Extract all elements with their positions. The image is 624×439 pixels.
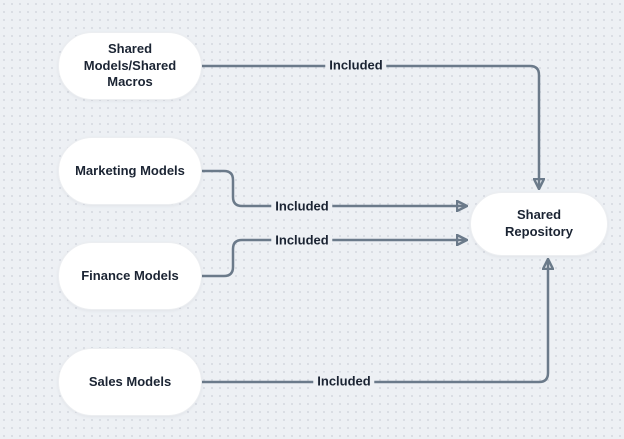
node-sales-models: Sales Models [58,348,202,416]
edge-marketing-to-repository [202,169,466,206]
edge-sales-to-repository [202,260,548,384]
node-shared-models-macros: Shared Models/Shared Macros [58,32,202,100]
edge-label-marketing-included: Included [271,197,333,215]
edge-finance-to-repository [202,240,466,278]
node-marketing-models: Marketing Models [58,137,202,205]
edge-shared-models-to-repository [202,64,539,188]
node-shared-repository: Shared Repository [470,192,608,256]
node-finance-models: Finance Models [58,242,202,310]
edge-label-shared-models-included: Included [325,56,387,74]
edge-label-sales-included: Included [313,372,375,390]
edge-label-finance-included: Included [271,231,333,249]
